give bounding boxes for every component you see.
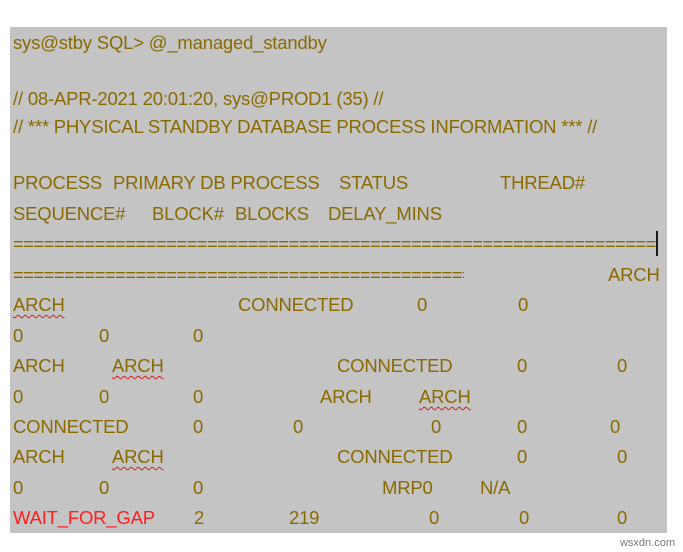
row-4-primary: N/A (480, 477, 511, 498)
row-3-block: 0 (13, 477, 24, 498)
col-sequence: SEQUENCE# (13, 203, 126, 224)
col-primary-db-process: PRIMARY DB PROCESS (113, 172, 320, 193)
separator-long: ========================================… (13, 233, 656, 254)
row-0-block: 0 (13, 325, 24, 346)
row-2-block: 0 (431, 416, 442, 437)
separator-short: ========================================… (13, 264, 464, 285)
col-thread: THREAD# (500, 172, 585, 193)
row-1-primary: ARCH (112, 355, 164, 376)
col-blocks: BLOCKS (235, 203, 309, 224)
row-2-primary: ARCH (419, 386, 471, 407)
col-block: BLOCK# (152, 203, 224, 224)
row-4-thread: 2 (194, 507, 205, 528)
row-1-status: CONNECTED (337, 355, 453, 376)
text-cursor (656, 231, 658, 256)
row-1-process: ARCH (13, 355, 65, 376)
row-0-primary: ARCH (13, 294, 65, 315)
row-3-blocks: 0 (99, 477, 110, 498)
row-2-status: CONNECTED (13, 416, 129, 437)
row-3-thread: 0 (517, 446, 528, 467)
row-2-blocks: 0 (517, 416, 528, 437)
row-1-blocks: 0 (99, 386, 110, 407)
row-0-process: ARCH (608, 264, 660, 285)
row-2-delay: 0 (610, 416, 621, 437)
row-4-sequence: 219 (289, 507, 320, 528)
watermark: wsxdn.com (619, 537, 675, 549)
row-3-primary: ARCH (112, 446, 164, 467)
col-process: PROCESS (13, 172, 103, 193)
row-0-blocks: 0 (99, 325, 110, 346)
row-4-blocks: 0 (519, 507, 530, 528)
report-title: // *** PHYSICAL STANDBY DATABASE PROCESS… (13, 116, 598, 137)
row-3-status: CONNECTED (337, 446, 453, 467)
row-3-process: ARCH (13, 446, 65, 467)
row-1-delay: 0 (193, 386, 204, 407)
row-0-sequence: 0 (518, 294, 529, 315)
report-timestamp-line: // 08-APR-2021 20:01:20, sys@PROD1 (35) … (13, 88, 384, 109)
row-3-sequence: 0 (617, 446, 628, 467)
row-0-status: CONNECTED (238, 294, 354, 315)
col-status: STATUS (339, 172, 409, 193)
row-4-block: 0 (429, 507, 440, 528)
row-4-process: MRP0 (382, 477, 433, 498)
sql-console-output: sys@stby SQL> @_managed_standby // 08-AP… (10, 27, 667, 533)
row-2-process: ARCH (320, 386, 372, 407)
row-4-delay: 0 (617, 507, 628, 528)
row-1-thread: 0 (517, 355, 528, 376)
row-1-sequence: 0 (617, 355, 628, 376)
row-0-thread: 0 (417, 294, 428, 315)
sql-prompt: sys@stby SQL> @_managed_standby (13, 32, 327, 53)
row-4-status: WAIT_FOR_GAP (13, 507, 155, 528)
row-2-thread: 0 (193, 416, 204, 437)
row-0-delay: 0 (193, 325, 204, 346)
col-delay-mins: DELAY_MINS (328, 203, 442, 224)
row-3-delay: 0 (193, 477, 204, 498)
row-1-block: 0 (13, 386, 24, 407)
row-2-sequence: 0 (293, 416, 304, 437)
